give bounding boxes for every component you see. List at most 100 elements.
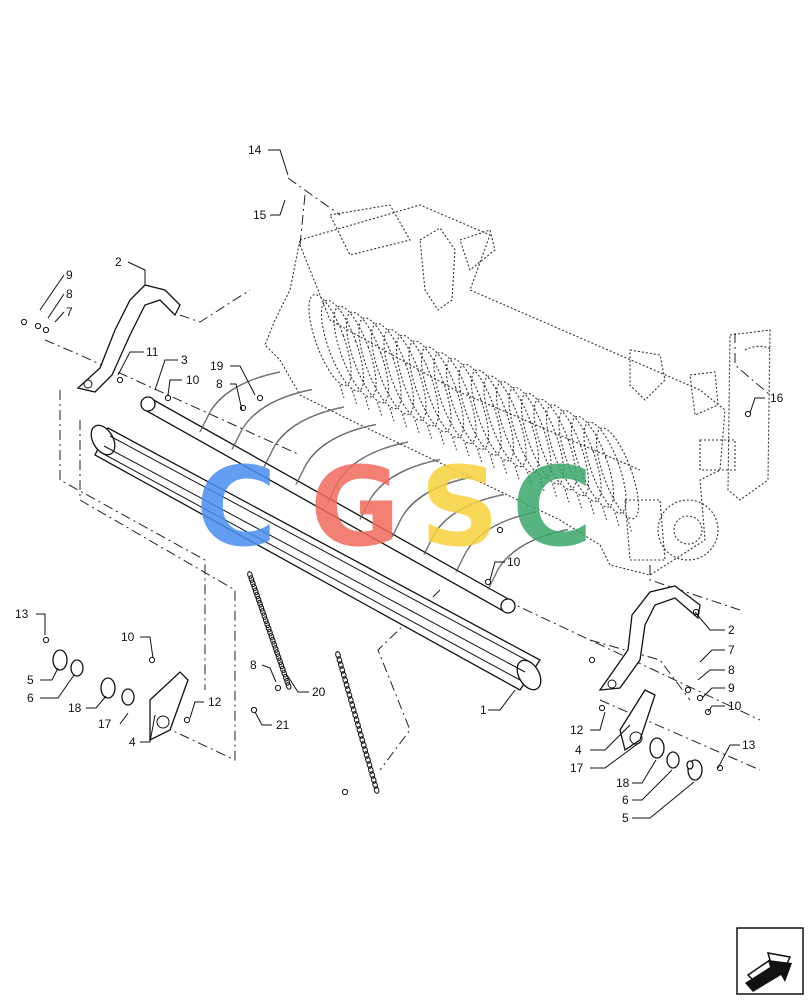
bolt: [183, 716, 191, 724]
chain-link: [370, 776, 377, 784]
tine-band: [308, 294, 352, 386]
tine-finger-highlight: [295, 424, 377, 485]
tine-band: [545, 404, 590, 497]
watermark-letter-3: S: [420, 443, 499, 571]
tine-finger-highlight: [231, 389, 313, 450]
callout-15: 15: [253, 208, 267, 222]
chain-link: [372, 781, 378, 789]
chain-link: [368, 766, 374, 774]
callout-4-left: 4: [129, 735, 136, 749]
tine-tooth: [352, 390, 357, 404]
tine-finger-highlight: [423, 494, 505, 555]
callout-6-right: 6: [622, 793, 629, 807]
bolt: [34, 322, 42, 330]
chain-link: [265, 624, 272, 633]
tine-band: [483, 375, 527, 468]
tine-tooth: [389, 408, 395, 422]
right-end-plate-and-bearings: [619, 689, 703, 781]
chain-link: [267, 628, 273, 637]
callout-8-chain: 8: [250, 658, 257, 672]
chain-link: [349, 701, 356, 709]
callout-4-right: 4: [575, 743, 582, 757]
tine-tooth: [602, 506, 607, 520]
chain-link: [277, 657, 283, 666]
tine-tooth: [502, 460, 507, 474]
tine-band: [395, 334, 440, 427]
chain-link: [336, 656, 343, 664]
chain-link: [350, 706, 357, 714]
chain-link: [268, 632, 275, 641]
bolt: [588, 656, 596, 664]
watermark-letter-4: C: [512, 443, 593, 571]
chain-link: [248, 575, 255, 583]
bolt: [256, 394, 264, 402]
watermark-letter-1: C: [196, 443, 277, 571]
right-crank-arm: [598, 585, 701, 691]
watermark-logo: C G S C: [196, 443, 593, 571]
chain-link: [362, 746, 368, 754]
tine-tooth: [414, 419, 420, 433]
chain-link: [335, 651, 341, 659]
arrow-next-icon: [745, 952, 792, 992]
callout-8-right: 8: [728, 663, 735, 677]
next-page-button[interactable]: [736, 927, 804, 995]
tine-band: [433, 352, 477, 444]
callout-13-right: 13: [742, 738, 756, 752]
tine-band: [320, 299, 365, 392]
chain-link: [369, 771, 376, 779]
bolt: [496, 526, 504, 534]
chain-link: [282, 673, 289, 682]
chain-link: [352, 711, 358, 719]
tine-finger-highlight: [487, 529, 569, 590]
tine-band: [358, 317, 402, 410]
chain-link: [251, 583, 258, 592]
tine-bar: [140, 396, 516, 614]
tine-finger-highlight: [391, 476, 473, 538]
pickup-frame-assembly: [264, 204, 773, 576]
callout-8-top: 8: [216, 377, 223, 391]
bolt: [684, 686, 692, 694]
bolt: [274, 684, 282, 692]
chain-link: [252, 587, 259, 596]
chain-link: [285, 682, 292, 690]
fasteners: [20, 318, 752, 796]
bolt: [696, 694, 704, 702]
chain-link: [284, 677, 290, 686]
chain-link: [356, 726, 363, 734]
chain-link: [345, 686, 351, 694]
tine-tooth: [339, 384, 345, 399]
tine-tooth: [402, 413, 407, 428]
tine-band: [570, 415, 615, 508]
auger-shaft: [90, 424, 542, 691]
chain-link: [264, 620, 270, 629]
callout-2-left: 2: [115, 255, 122, 269]
bolt: [164, 394, 172, 402]
chain-link: [271, 641, 278, 649]
left-end-plate-and-bearings: [52, 649, 189, 742]
bolt: [42, 326, 50, 334]
callout-10-left: 10: [121, 630, 135, 644]
chain-link: [257, 599, 263, 608]
callout-3: 3: [181, 353, 188, 367]
chain-link: [280, 665, 286, 674]
callout-10-right: 10: [728, 699, 742, 713]
chain-link: [260, 608, 266, 616]
tine-band: [370, 323, 415, 415]
callout-20: 20: [312, 685, 326, 699]
tine-band: [533, 398, 577, 491]
tine-band: [345, 311, 390, 404]
bolt: [250, 706, 258, 714]
chain-link: [255, 595, 262, 604]
callout-labels: 14 15 9 8 7 2 11 3 10 19 8 16 10 13 10 5…: [15, 143, 784, 825]
callout-17-right: 17: [570, 761, 584, 775]
tine-band: [458, 363, 502, 456]
tine-tooth: [377, 402, 382, 416]
callout-7-right: 7: [728, 643, 735, 657]
tine-band: [520, 392, 565, 485]
callout-19: 19: [210, 359, 224, 373]
tine-band: [383, 328, 427, 421]
tine-tooth: [427, 425, 432, 439]
callout-17-left: 17: [98, 717, 112, 731]
tine-finger: [231, 388, 313, 450]
callout-18-right: 18: [616, 776, 630, 790]
